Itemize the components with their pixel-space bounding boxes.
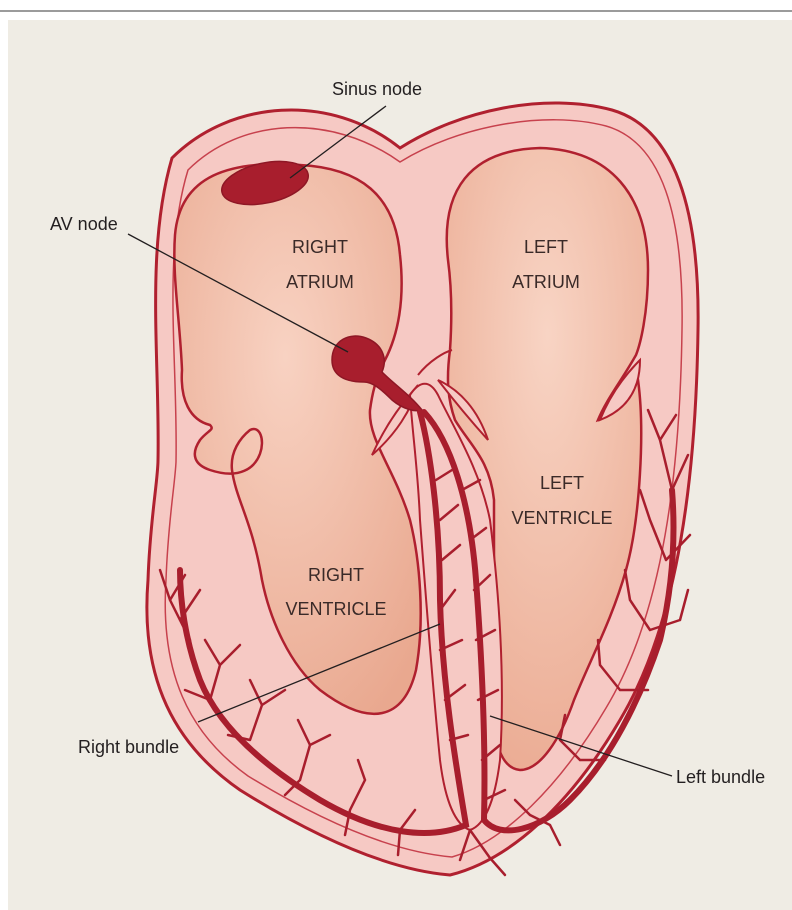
label-right-bundle: Right bundle [78,737,179,757]
label-left-bundle: Left bundle [676,767,765,787]
label-right-atrium-line2: ATRIUM [286,272,354,292]
label-left-atrium-line2: ATRIUM [512,272,580,292]
label-left-ventricle-line1: LEFT [540,473,584,493]
label-left-ventricle-line2: VENTRICLE [511,508,612,528]
label-right-ventricle-line2: VENTRICLE [285,599,386,619]
label-av-node: AV node [50,214,118,234]
label-right-ventricle-line1: RIGHT [308,565,364,585]
label-sinus-node: Sinus node [332,79,422,99]
label-left-atrium-line1: LEFT [524,237,568,257]
label-right-atrium-line1: RIGHT [292,237,348,257]
